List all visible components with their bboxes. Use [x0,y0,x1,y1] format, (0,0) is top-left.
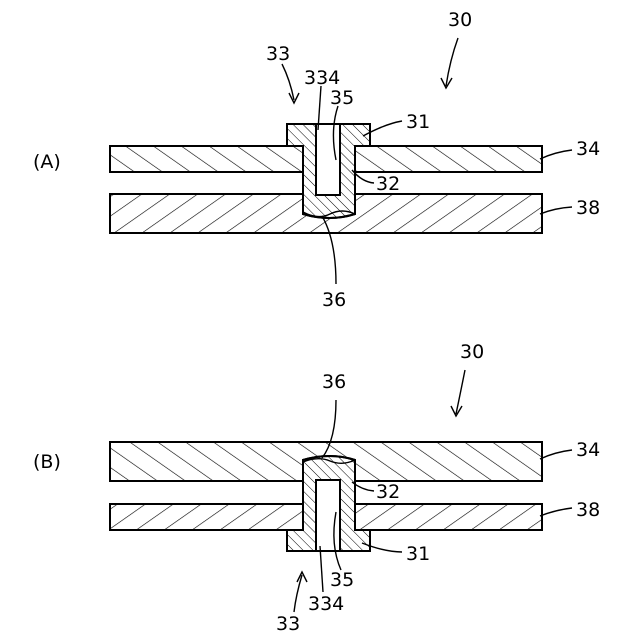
ref-deformed-end: 36 [322,371,346,393]
leader-38 [540,508,572,516]
ref-head: 31 [406,543,430,565]
ref-lower-plate: 38 [576,499,600,521]
panel-b: (B) 30 36 32 34 38 31 35 334 33 [33,341,600,635]
ref-shank: 32 [376,173,400,195]
ref-bore: 35 [330,569,354,591]
ref-assembly: 30 [448,9,472,31]
ref-lower-plate: 38 [576,197,600,219]
ref-assembly: 30 [460,341,484,363]
ref-fastener: 33 [276,613,300,635]
panel-label: (B) [33,451,61,473]
ref-shank: 32 [376,481,400,503]
ref-fastener: 33 [266,43,290,65]
ref-bore: 35 [330,87,354,109]
ref-pin: 334 [304,67,340,89]
ref-upper-plate: 34 [576,138,600,160]
leader-33 [282,64,294,100]
leader-334 [320,546,323,592]
panel-label: (A) [33,151,61,173]
leader-34 [540,450,572,459]
panel-a: (A) 30 33 334 35 31 32 34 38 36 [33,9,600,311]
rivet-bore [316,480,340,551]
ref-deformed-end: 36 [322,289,346,311]
ref-upper-plate: 34 [576,439,600,461]
leader-38 [540,207,572,214]
ref-pin: 334 [308,593,344,615]
ref-head: 31 [406,111,430,133]
leader-34 [540,150,572,159]
